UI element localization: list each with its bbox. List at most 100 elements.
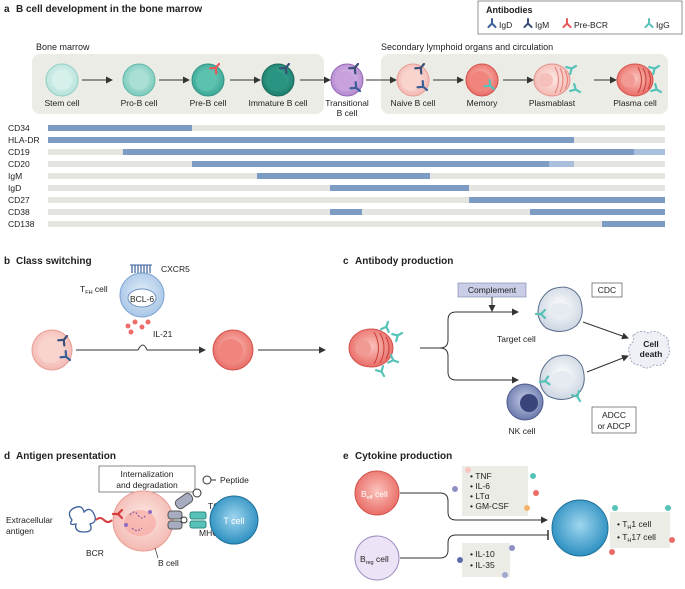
marker-cd34: CD34 xyxy=(8,123,30,133)
label-pro-b-cell: Pro-B cell xyxy=(121,98,158,108)
label-transitional-b-cell: B cell xyxy=(337,108,358,118)
marker-hla-dr: HLA-DR xyxy=(8,135,40,145)
panel-a-letter: a xyxy=(4,4,10,15)
th1-label: • TH1 cell xyxy=(617,519,651,531)
plasma-cell xyxy=(616,61,665,97)
cytokine-tnf: • TNF xyxy=(470,471,492,481)
il21-dots xyxy=(125,319,151,335)
cytokine-gmcsf: • GM-CSF xyxy=(470,501,509,511)
naive-b-cell-b xyxy=(31,329,74,371)
pre-b-cell xyxy=(191,60,225,97)
nk-cell xyxy=(506,383,544,421)
internalization-box xyxy=(98,465,196,493)
panel-c-letter: c xyxy=(343,256,349,267)
marker-igd: IgD xyxy=(8,183,21,193)
panel-b-title: Class switching xyxy=(16,256,92,267)
b-cell-label: B cell xyxy=(158,558,179,568)
th17-label: • TH17 cell xyxy=(617,532,656,544)
breg-label: Breg cell xyxy=(360,554,389,566)
cytokine-box-down xyxy=(457,543,515,578)
peptide-legend xyxy=(202,475,216,485)
cytokine-il10: • IL-10 xyxy=(470,549,495,559)
legend-igg: IgG xyxy=(656,20,670,30)
transitional-b-cell xyxy=(330,60,364,97)
extracellular-label-2: antigen xyxy=(6,526,34,536)
legend-title: Antibodies xyxy=(486,5,533,15)
cytokine-box-up xyxy=(452,466,539,516)
plasma-cell-c xyxy=(348,319,406,380)
tfh-cell xyxy=(119,264,165,318)
target-cell-bottom xyxy=(538,354,585,405)
panel-d-title: Antigen presentation xyxy=(16,451,116,462)
bone-marrow-region xyxy=(32,54,324,114)
marker-bars: CD34 HLA-DR CD19 CD20 IgM IgD CD27 CD38 … xyxy=(8,123,665,229)
cytokine-il6: • IL-6 xyxy=(470,481,490,491)
cell-death-line2: death xyxy=(640,349,663,359)
tfh-label: TFH cell xyxy=(80,284,108,296)
class-switch-arrow xyxy=(76,344,206,354)
immature-b-cell xyxy=(261,60,295,97)
region-bone-marrow: Bone marrow xyxy=(36,42,90,52)
plasmablast xyxy=(533,61,584,97)
breg-cell xyxy=(354,535,400,581)
target-cell-top xyxy=(534,286,583,332)
beff-cell xyxy=(354,470,400,516)
label-stem-cell: Stem cell xyxy=(45,98,80,108)
extracellular-label-1: Extracellular xyxy=(6,515,53,525)
memory-b-cell xyxy=(465,63,499,97)
legend-prebcr: Pre-BCR xyxy=(574,20,608,30)
region-secondary: Secondary lymphoid organs and circulatio… xyxy=(381,42,553,52)
panel-b-letter: b xyxy=(4,256,10,267)
naive-b-cell xyxy=(396,60,431,97)
target-cell-label: Target cell xyxy=(497,334,536,344)
cdc-box xyxy=(591,282,623,298)
marker-cd19: CD19 xyxy=(8,147,30,157)
label-plasma-cell: Plasma cell xyxy=(613,98,657,108)
mhc-peptide xyxy=(167,510,188,530)
cytokine-lta: • LTα xyxy=(470,491,490,501)
secondary-lymphoid-region xyxy=(381,54,668,114)
complement-label: Complement xyxy=(468,285,517,295)
internalization-pathway xyxy=(174,488,202,510)
label-transitional: Transitional xyxy=(325,98,369,108)
panel-c-title: Antibody production xyxy=(355,256,453,267)
marker-cd20: CD20 xyxy=(8,159,30,169)
b-cell-d xyxy=(112,490,174,552)
legend-igd: IgD xyxy=(499,20,512,30)
adcc-label-2: or ADCP xyxy=(597,421,630,431)
breg-inhibit xyxy=(400,530,549,559)
cxcr5-label: CXCR5 xyxy=(161,264,190,274)
adcc-label-1: ADCC xyxy=(602,410,626,420)
label-naive-b-cell: Naive B cell xyxy=(391,98,436,108)
legend-igm: IgM xyxy=(535,20,549,30)
cytokine-il35: • IL-35 xyxy=(470,560,495,570)
internalization-line1: Internalization xyxy=(121,469,174,479)
pro-b-cell xyxy=(122,63,156,97)
th-subset-box xyxy=(609,505,675,555)
cell-death xyxy=(628,330,671,369)
adcc-box xyxy=(591,406,637,434)
label-memory: Memory xyxy=(467,98,498,108)
label-immature-b-cell: Immature B cell xyxy=(248,98,307,108)
il21-label: IL-21 xyxy=(153,329,173,339)
beff-arrow xyxy=(400,492,548,524)
stem-cell xyxy=(45,63,79,97)
t-cell xyxy=(209,495,259,545)
marker-igm: IgM xyxy=(8,171,22,181)
extracellular-antigen xyxy=(68,506,113,533)
t-cell-label: T cell xyxy=(223,516,244,526)
tcr xyxy=(189,511,207,529)
peptide-label: Peptide xyxy=(220,475,249,485)
label-plasmablast: Plasmablast xyxy=(529,98,576,108)
label-pre-b-cell: Pre-B cell xyxy=(190,98,227,108)
nk-cell-label: NK cell xyxy=(509,426,536,436)
marker-cd38: CD38 xyxy=(8,207,30,217)
bcl6-label: BCL-6 xyxy=(130,294,154,304)
memory-b-cell-b xyxy=(212,329,254,371)
bcr-label: BCR xyxy=(86,548,104,558)
cdc-label: CDC xyxy=(598,285,616,295)
panel-e-title: Cytokine production xyxy=(355,451,452,462)
marker-cd27: CD27 xyxy=(8,195,30,205)
